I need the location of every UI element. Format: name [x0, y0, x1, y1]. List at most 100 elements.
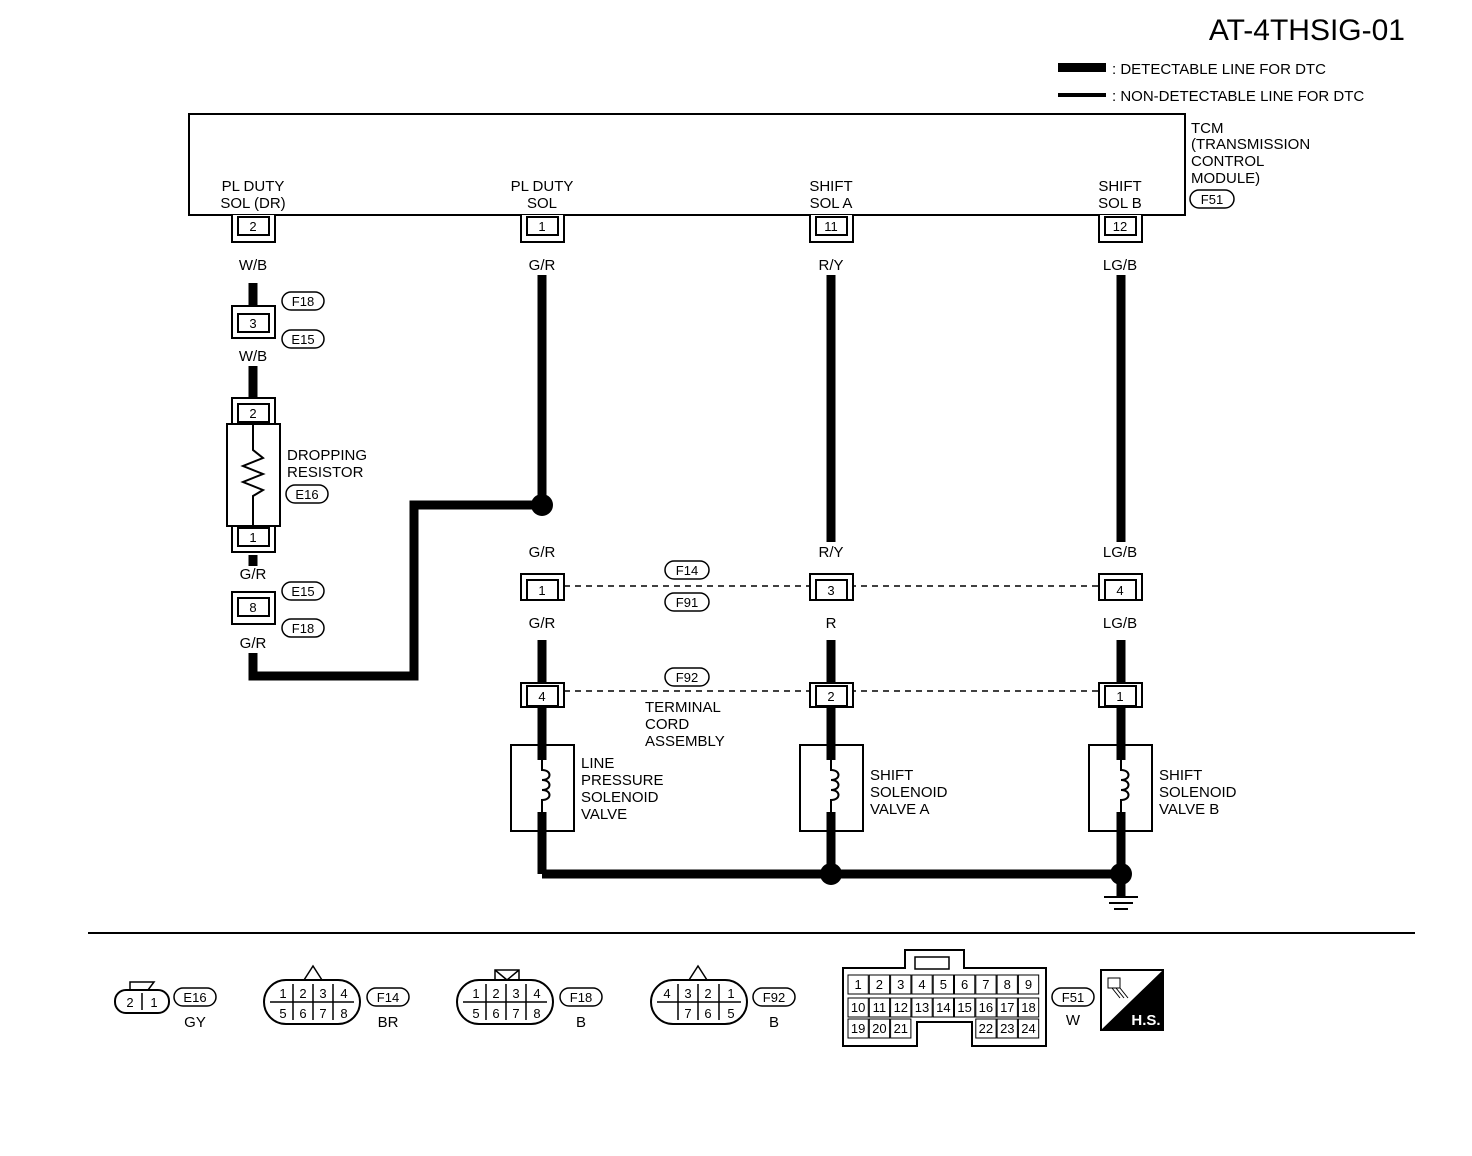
connector-f14-f91	[520, 573, 1143, 601]
f51-pin-number: 14	[936, 1000, 950, 1015]
connector-view-e16: 2 1 E16 GY	[114, 981, 217, 1031]
f51-pin-cell	[1017, 1018, 1040, 1039]
connector-view-f18	[456, 969, 554, 1025]
tcm-terminal-connectors	[231, 215, 1143, 243]
connector-tag-frame	[664, 560, 710, 580]
solenoid-label-line: LINE	[581, 755, 614, 772]
wire-g-r-return	[248, 500, 542, 681]
f51-pin-number: 5	[940, 977, 947, 992]
connector-e15-f18-lower	[231, 591, 276, 625]
solenoid-label-line: VALVE B	[1159, 801, 1219, 818]
connector-view-tag: F92	[763, 990, 785, 1005]
coil-icon	[1120, 760, 1130, 812]
connector-view-pin: 7	[319, 1006, 326, 1021]
terminal-cord-label-line: ASSEMBLY	[645, 733, 725, 750]
f51-pin-cell	[1017, 997, 1040, 1018]
connector-tag-frame	[664, 592, 710, 612]
f51-pin-number: 13	[915, 1000, 929, 1015]
f51-pin-number: 17	[1000, 1000, 1014, 1015]
connector-tag: F14	[676, 563, 698, 578]
f51-pin-cell	[868, 997, 891, 1018]
tcm-terminal-label: SOL	[527, 195, 557, 212]
f51-pin-number: 11	[873, 1000, 887, 1015]
connector-f92	[520, 682, 1143, 708]
connector-tag: F91	[676, 595, 698, 610]
f51-pin-number: 9	[1025, 977, 1032, 992]
connector-tag: F18	[292, 621, 314, 636]
connector-view-color: B	[576, 1014, 586, 1031]
solenoid-label-line: SOLENOID	[870, 784, 948, 801]
connector-view-pin: 2	[299, 986, 306, 1001]
tcm-terminal-label: SOL (DR)	[220, 195, 285, 212]
connector-view-pin: 4	[340, 986, 347, 1001]
f51-pin-number: 19	[851, 1021, 865, 1036]
tcm-terminal-label: PL DUTY	[222, 178, 285, 195]
diagram-title: AT-4THSIG-01	[1209, 14, 1405, 47]
connector-view-pin: 6	[492, 1006, 499, 1021]
f51-pin-cell	[975, 974, 997, 995]
f51-pin-cell	[890, 997, 912, 1018]
connector-view-tag: F14	[377, 990, 399, 1005]
f51-pin-cell	[1017, 974, 1040, 995]
wire-color-label: G/R	[529, 615, 556, 632]
connector-tag: F92	[676, 670, 698, 685]
f51-pin-number: 4	[918, 977, 925, 992]
wire-color-label: W/B	[239, 348, 267, 365]
wire-color-label: G/R	[240, 566, 267, 583]
connector-view-pin: 8	[340, 1006, 347, 1021]
harness-side-icon: H.S.	[1100, 969, 1164, 1031]
tcm-connector-tag: F51	[1201, 192, 1223, 207]
resistor-pin-number: 1	[249, 530, 256, 545]
connector-tag: F18	[292, 294, 314, 309]
solenoid-label-line: SOLENOID	[1159, 784, 1237, 801]
tcm-box	[188, 113, 1186, 216]
wire-color-label: R	[826, 615, 837, 632]
connector-view-pin: 7	[512, 1006, 519, 1021]
connector-tag-frame	[664, 667, 710, 687]
f51-pin-cell	[890, 974, 912, 995]
f51-pin-number: 7	[982, 977, 989, 992]
connector-pin-box	[815, 216, 848, 236]
connector-view-color: W	[1066, 1012, 1081, 1029]
f51-pin-cell	[932, 974, 955, 995]
connector-view-tag-frame	[559, 987, 603, 1007]
connector-view-pin: 4	[533, 986, 540, 1001]
legend-detectable-swatch	[1058, 63, 1106, 72]
tcm-pin-number: 11	[824, 219, 838, 234]
connector-view-pin: 2	[492, 986, 499, 1001]
connector-tag-frame	[281, 329, 325, 349]
coil-icon	[541, 760, 551, 812]
tcm-terminal-label: SHIFT	[1098, 178, 1141, 195]
connector-view-pin: 5	[279, 1006, 286, 1021]
connector-pin-box	[237, 216, 270, 236]
connector-view-pin: 6	[704, 1006, 711, 1021]
f51-pin-number: 6	[961, 977, 968, 992]
connector-pin-number: 8	[249, 600, 256, 615]
tcm-terminal-label: SOL A	[810, 195, 853, 212]
resistor-label-line: RESISTOR	[287, 464, 364, 481]
f51-pin-cell	[975, 1018, 997, 1039]
connector-view-pin: 5	[472, 1006, 479, 1021]
legend-detectable-label: : DETECTABLE LINE FOR DTC	[1112, 61, 1326, 78]
f51-pin-cell	[847, 1018, 869, 1039]
connector-view-pin: 1	[150, 995, 157, 1010]
connector-pin-box	[1104, 216, 1137, 236]
f51-pin-number: 22	[979, 1021, 993, 1036]
f51-pin-number: 21	[894, 1021, 908, 1036]
f51-pin-cell	[890, 1018, 912, 1039]
connector-view-pin: 6	[299, 1006, 306, 1021]
tcm-connector-tag-frame	[1189, 189, 1235, 209]
f51-pin-cell	[868, 974, 891, 995]
solenoid-label-line: VALVE A	[870, 801, 929, 818]
f51-pin-cell	[996, 974, 1018, 995]
connector-pin-number: 3	[249, 316, 256, 331]
connector-view-pin: 2	[126, 995, 133, 1010]
connector-tag: E15	[291, 332, 314, 347]
terminal-cord-label-line: TERMINAL	[645, 699, 721, 716]
legend-non-detectable-label: : NON-DETECTABLE LINE FOR DTC	[1112, 88, 1364, 105]
connector-view-pin: 3	[319, 986, 326, 1001]
connector-view-f92	[650, 964, 748, 1025]
f51-pin-number: 15	[957, 1000, 971, 1015]
f51-pin-number: 24	[1021, 1021, 1035, 1036]
f51-pin-number: 1	[854, 977, 861, 992]
